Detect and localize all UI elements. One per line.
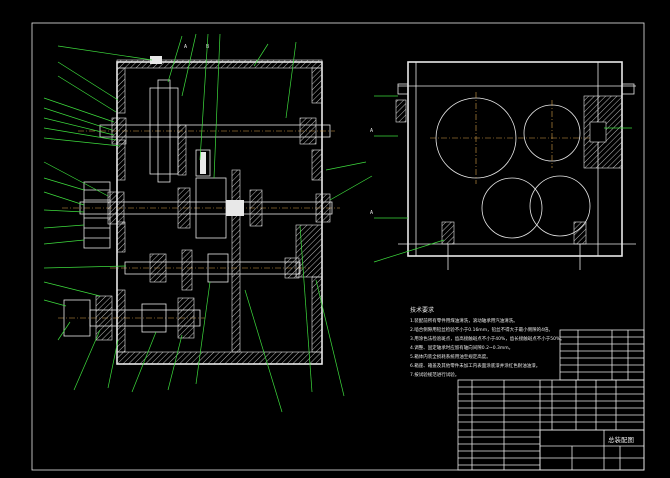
tech-req-line-1: 1.装配前所有零件用煤油清洗，滚动轴承用汽油清洗。 xyxy=(410,317,518,324)
housing-base xyxy=(116,351,323,365)
upper-bearing-left xyxy=(111,117,127,145)
tech-req-title: 技术要求 xyxy=(410,306,434,314)
middle-bearing-end xyxy=(315,193,331,223)
tech-req-line-6: 6.箱座、箱盖及其他零件未加工内表面涂底漆并涂红色耐油油漆。 xyxy=(410,362,540,369)
tech-req-line-2: 2.啮合侧隙用铅丝检验不小于0.16mm，铅丝不得大于最小侧隙的4倍。 xyxy=(410,326,553,333)
left-wall-upper xyxy=(116,67,126,114)
tech-req-line-5: 5.箱体内装全损耗系统用油至规定高度。 xyxy=(410,353,491,360)
inner-rib-lower xyxy=(181,249,193,291)
side-section-mark-top: A xyxy=(370,128,373,134)
side-section-mark-bottom: A xyxy=(370,210,373,216)
upper-shaft xyxy=(99,124,331,138)
housing-top-wall xyxy=(116,59,323,69)
drawing-frame xyxy=(31,22,645,471)
side-flange-right xyxy=(621,83,635,95)
title-block: 总装配图 xyxy=(539,429,645,471)
right-wall-bottom xyxy=(311,276,323,353)
side-foot-bolt-right xyxy=(573,221,587,245)
lower-bearing-left xyxy=(149,253,167,283)
side-gear-lower-middle xyxy=(481,177,543,239)
side-bolt-top xyxy=(395,99,407,123)
part-leader-lines xyxy=(43,33,373,413)
upper-bearing-right xyxy=(299,117,317,145)
tech-req-line-4: 4.调整、固定轴承时应留有轴向间隙0.2~0.3mm。 xyxy=(410,344,513,351)
upper-gear-hub xyxy=(157,79,171,183)
right-wall-upper xyxy=(311,67,323,104)
middle-bearing-right xyxy=(249,189,263,227)
side-view: A A xyxy=(370,61,636,270)
side-gear-lower-right xyxy=(529,175,591,237)
left-wall-low xyxy=(116,221,126,253)
inner-rib-upper xyxy=(177,124,187,176)
parts-list-bottom xyxy=(457,379,645,471)
lower-gear xyxy=(207,253,229,283)
section-mark-a: A xyxy=(184,44,187,50)
breather-plug xyxy=(150,56,162,64)
technical-requirements: 技术要求 1.装配前所有零件用煤油清洗，滚动轴承用汽油清洗。 2.啮合侧隙用铅丝… xyxy=(410,306,565,378)
lower-bearing-right xyxy=(284,257,300,279)
v-belt-pulley xyxy=(83,181,111,249)
front-section-view: A B xyxy=(58,44,340,365)
lower-shaft xyxy=(124,261,301,275)
side-flange-left xyxy=(397,83,409,95)
output-gear xyxy=(141,303,167,333)
parts-list-right xyxy=(559,329,645,381)
title-block-title: 总装配图 xyxy=(608,435,634,444)
middle-coupling xyxy=(226,200,244,216)
upper-key xyxy=(200,152,206,174)
middle-rib xyxy=(231,169,241,353)
housing-outline xyxy=(116,61,323,365)
output-shaft xyxy=(89,309,201,327)
middle-bearing-left xyxy=(107,191,125,225)
right-wall-mid xyxy=(311,149,323,181)
side-foot-bolt-left xyxy=(441,221,455,245)
middle-shaft xyxy=(79,201,333,215)
tech-req-line-3: 3.用涂色法检验斑点，齿高接触斑点不小于40%，齿长接触斑点不小于50%。 xyxy=(410,335,565,342)
middle-bearing-center xyxy=(177,187,191,229)
output-bearing-right xyxy=(177,297,195,339)
upper-spacer xyxy=(195,149,211,177)
left-wall-bottom xyxy=(116,289,126,353)
output-bearing-left xyxy=(95,295,113,341)
side-boss-hole xyxy=(589,121,607,143)
tech-req-line-7: 7.按试验规范进行试验。 xyxy=(410,371,459,378)
upper-gear xyxy=(149,87,179,175)
